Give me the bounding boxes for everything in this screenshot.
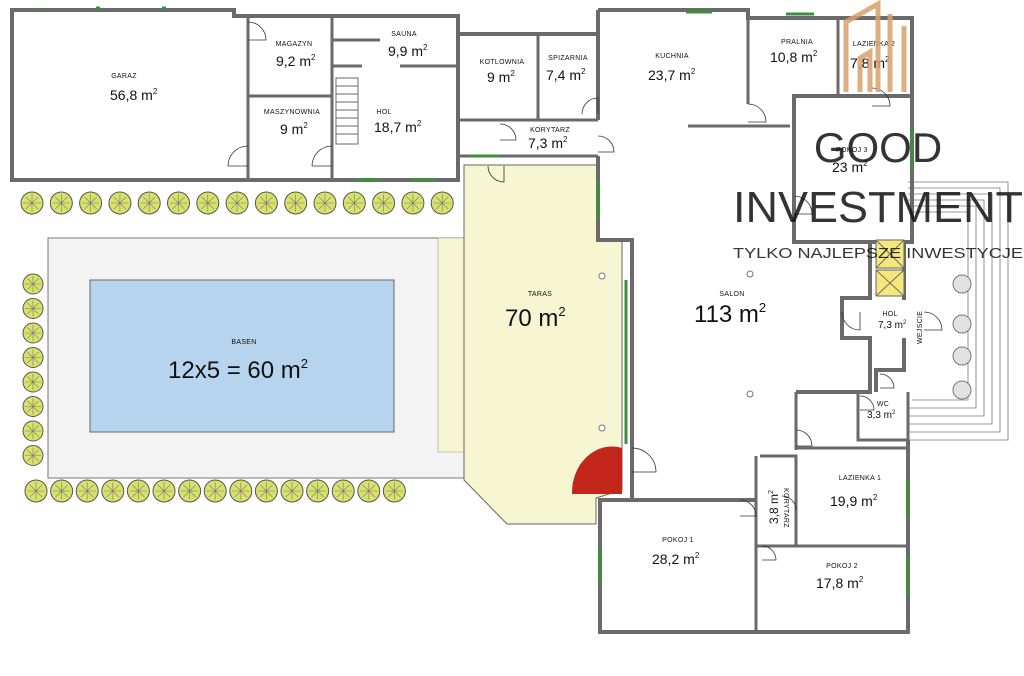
room-label-pokoj-3: POKOJ 3 <box>836 147 868 154</box>
room-area-wc: 3,3 m2 <box>867 410 896 421</box>
room-area-kuchnia: 23,7 m2 <box>648 67 696 83</box>
room-area-pokoj-1: 28,2 m2 <box>652 551 700 567</box>
room-label-pokoj-2: POKOJ 2 <box>826 563 858 570</box>
shrub-detail <box>308 482 327 500</box>
room-area-maszynownia: 9 m2 <box>280 121 308 137</box>
room-label-taras: TARAS <box>528 291 552 298</box>
shrub-detail <box>25 398 41 415</box>
room-area-pralnia: 10,8 m2 <box>770 49 818 65</box>
room-area-korytarz-1: 7,3 m2 <box>528 135 568 151</box>
room-area-hol-1: 18,7 m2 <box>374 119 422 135</box>
shrub-detail <box>345 194 364 212</box>
room-area-korytarz-2: 3,8 m2 <box>767 490 781 524</box>
room-label-hol-1: HOL <box>376 109 391 116</box>
shrub-detail <box>25 374 41 390</box>
shrub-detail <box>433 194 451 212</box>
shrub-detail <box>180 482 199 500</box>
room-label-kuchnia: KUCHNIA <box>655 53 689 60</box>
shrub-detail <box>25 276 41 292</box>
columns <box>598 270 754 432</box>
shrub-detail <box>25 325 41 341</box>
shrub-detail <box>140 194 158 212</box>
room-label-pokoj-1: POKOJ 1 <box>662 537 694 544</box>
room-area-hol-2: 7,3 m2 <box>878 320 907 331</box>
entrance-planters <box>952 274 972 400</box>
pool-area: 12x5 = 60 m2 <box>168 356 308 384</box>
room-label-maszynownia: MASZYNOWNIA <box>264 109 320 116</box>
shrub-detail <box>52 194 71 212</box>
shrub-detail <box>23 194 41 212</box>
logo-tagline: TYLKO NAJLEPSZE INWESTYCJE <box>733 245 1023 262</box>
shrub-detail <box>286 194 305 212</box>
shrub-row-bottom <box>24 479 406 503</box>
room-label-lazienka-2: LAZIENKA 2 <box>853 41 895 48</box>
shrub-detail <box>206 482 224 500</box>
room-area-taras: 70 m2 <box>505 304 566 332</box>
room-area-salon: 113 m2 <box>694 300 766 328</box>
shrub-row-left <box>22 273 44 466</box>
room-label-salon: SALON <box>719 291 744 298</box>
room-label-wc: WC <box>877 401 889 408</box>
room-label-sauna: SAUNA <box>391 31 417 38</box>
room-label-kotlownia: KOTLOWNIA <box>480 59 525 66</box>
room-area-spizarnia: 7,4 m2 <box>546 67 586 83</box>
logo-mark <box>843 0 907 92</box>
room-area-garaz: 56,8 m2 <box>110 87 158 103</box>
shrub-detail <box>385 482 404 500</box>
fireplace <box>571 446 622 494</box>
shrub-detail <box>316 194 334 212</box>
shrub-detail <box>25 423 41 439</box>
shrub-detail <box>257 194 276 212</box>
shrub-detail <box>81 194 100 212</box>
room-label-pralnia: PRALNIA <box>781 39 813 46</box>
shrub-detail <box>111 194 129 212</box>
shrub-detail <box>199 194 217 212</box>
shrub-detail <box>283 482 301 500</box>
room-label-wejscie: WEJSCIE <box>917 311 924 344</box>
room-area-sauna: 9,9 m2 <box>388 43 428 59</box>
shrub-detail <box>169 194 188 212</box>
room-label-lazienka-1: LAZIENKA 1 <box>839 475 881 482</box>
shrub-detail <box>334 482 352 500</box>
room-label-korytarz-1: KORYTARZ <box>530 127 570 134</box>
shrub-detail <box>228 194 246 212</box>
shrub-detail <box>104 482 122 500</box>
room-area-pokoj-3: 23 m2 <box>832 159 868 175</box>
shrub-detail <box>25 300 41 317</box>
room-label-spizarnia: SPIZARNIA <box>548 55 588 62</box>
shrub-detail <box>129 482 148 500</box>
room-area-magazyn: 9,2 m2 <box>276 53 316 69</box>
shrub-detail <box>78 482 96 500</box>
room-area-lazienka-1: 19,9 m2 <box>830 493 878 509</box>
pool-water <box>89 279 395 433</box>
pool-label: BASEN <box>231 339 256 346</box>
windows <box>36 6 914 596</box>
room-label-hol-2: HOL <box>882 311 897 318</box>
shrub-detail <box>257 482 276 500</box>
room-label-garaz: GARAZ <box>111 73 137 80</box>
room-area-kotlownia: 9 m2 <box>487 69 515 85</box>
shrub-detail <box>374 194 393 212</box>
room-label-korytarz-2: KORYTARZ <box>782 488 789 528</box>
shrub-detail <box>27 482 45 500</box>
doors <box>227 21 943 561</box>
shrub-detail <box>360 482 378 500</box>
logo-investment: INVESTMENT <box>733 183 1023 232</box>
logo-good: GOOD <box>814 124 942 171</box>
shrub-detail <box>25 349 41 366</box>
room-area-pokoj-2: 17,8 m2 <box>816 575 864 591</box>
shrub-detail <box>52 482 71 500</box>
shrub-row-top <box>20 191 454 215</box>
entrance-deck <box>908 181 1009 441</box>
shrub-detail <box>155 482 173 500</box>
pool-edge-strip <box>437 237 465 453</box>
shrub-detail <box>404 194 422 212</box>
shrub-detail <box>25 447 41 464</box>
watermark-logo: GOOD INVESTMENT TYLKO NAJLEPSZE INWESTYC… <box>733 0 1023 262</box>
shrub-detail <box>232 482 250 500</box>
room-label-magazyn: MAGAZYN <box>276 41 313 48</box>
